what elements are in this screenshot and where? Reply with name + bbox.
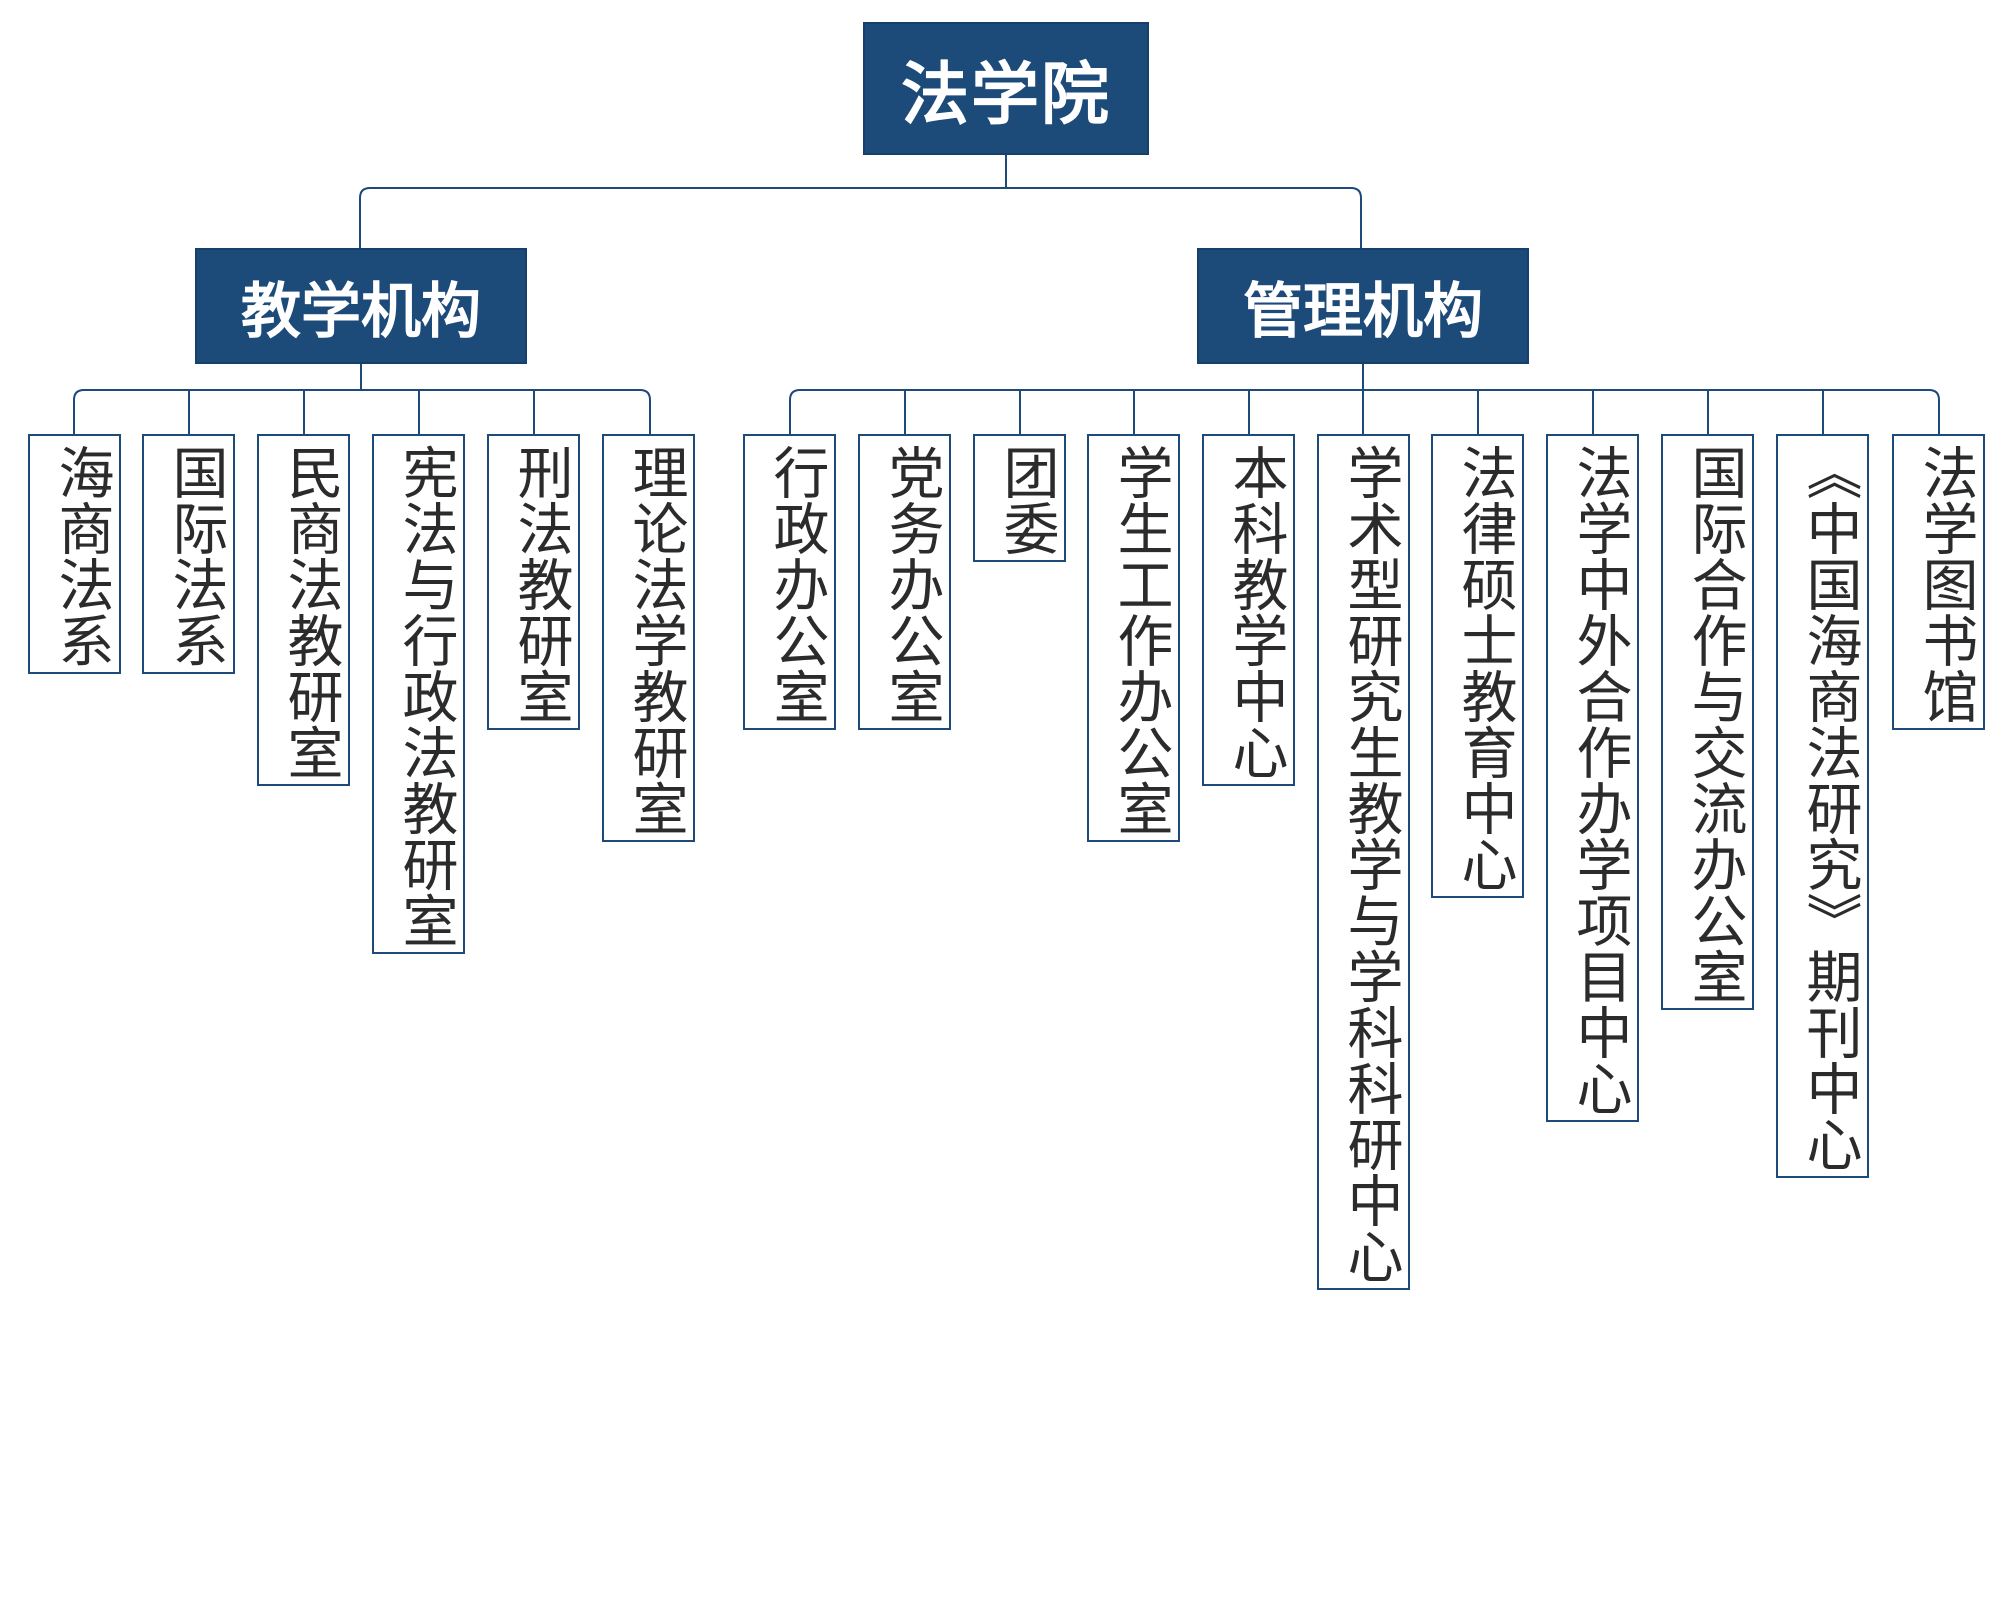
unit-label: 宪法与行政法教研室 (393, 444, 458, 948)
unit-student-affairs-office: 学生工作办公室 (1087, 434, 1180, 842)
unit-label: 行政办公室 (764, 444, 829, 724)
unit-label: 学生工作办公室 (1108, 444, 1173, 836)
unit-label: 本科教学中心 (1223, 444, 1288, 780)
unit-graduate-research-center: 学术型研究生教学与学科科研中心 (1317, 434, 1410, 1290)
unit-label: 学术型研究生教学与学科科研中心 (1338, 444, 1403, 1284)
unit-label: 《中国海商法研究》期刊中心 (1797, 444, 1862, 1172)
unit-legal-theory-office: 理论法学教研室 (602, 434, 695, 842)
unit-label: 法律硕士教育中心 (1452, 444, 1517, 892)
teach-connector (73, 364, 651, 434)
unit-journal-center: 《中国海商法研究》期刊中心 (1776, 434, 1869, 1178)
unit-undergraduate-teaching-center: 本科教学中心 (1202, 434, 1295, 786)
unit-youth-league-committee: 团委 (973, 434, 1066, 562)
unit-administrative-office: 行政办公室 (743, 434, 836, 730)
unit-label: 法学图书馆 (1913, 444, 1978, 724)
unit-joint-program-center: 法学中外合作办学项目中心 (1546, 434, 1639, 1122)
unit-label: 国际法系 (163, 444, 228, 668)
unit-jm-education-center: 法律硕士教育中心 (1431, 434, 1524, 898)
unit-international-law-dept: 国际法系 (142, 434, 235, 674)
unit-label: 刑法教研室 (508, 444, 573, 724)
unit-maritime-law-dept: 海商法系 (28, 434, 121, 674)
root-node: 法学院 (863, 22, 1149, 155)
unit-constitutional-admin-law-office: 宪法与行政法教研室 (372, 434, 465, 954)
branch-teaching: 教学机构 (195, 248, 527, 364)
unit-label: 国际合作与交流办公室 (1682, 444, 1747, 1004)
unit-label: 团委 (994, 444, 1059, 556)
unit-criminal-law-office: 刑法教研室 (487, 434, 580, 730)
unit-label: 党务办公室 (879, 444, 944, 724)
branch-administration: 管理机构 (1197, 248, 1529, 364)
unit-law-library: 法学图书馆 (1892, 434, 1985, 730)
unit-label: 海商法系 (49, 444, 114, 668)
unit-party-affairs-office: 党务办公室 (858, 434, 951, 730)
root-connector (359, 155, 1362, 248)
unit-label: 民商法教研室 (278, 444, 343, 780)
unit-label: 理论法学教研室 (623, 444, 688, 836)
unit-civil-commercial-law-office: 民商法教研室 (257, 434, 350, 786)
unit-label: 法学中外合作办学项目中心 (1567, 444, 1632, 1116)
unit-international-cooperation-office: 国际合作与交流办公室 (1661, 434, 1754, 1010)
admin-connector (789, 364, 1940, 434)
